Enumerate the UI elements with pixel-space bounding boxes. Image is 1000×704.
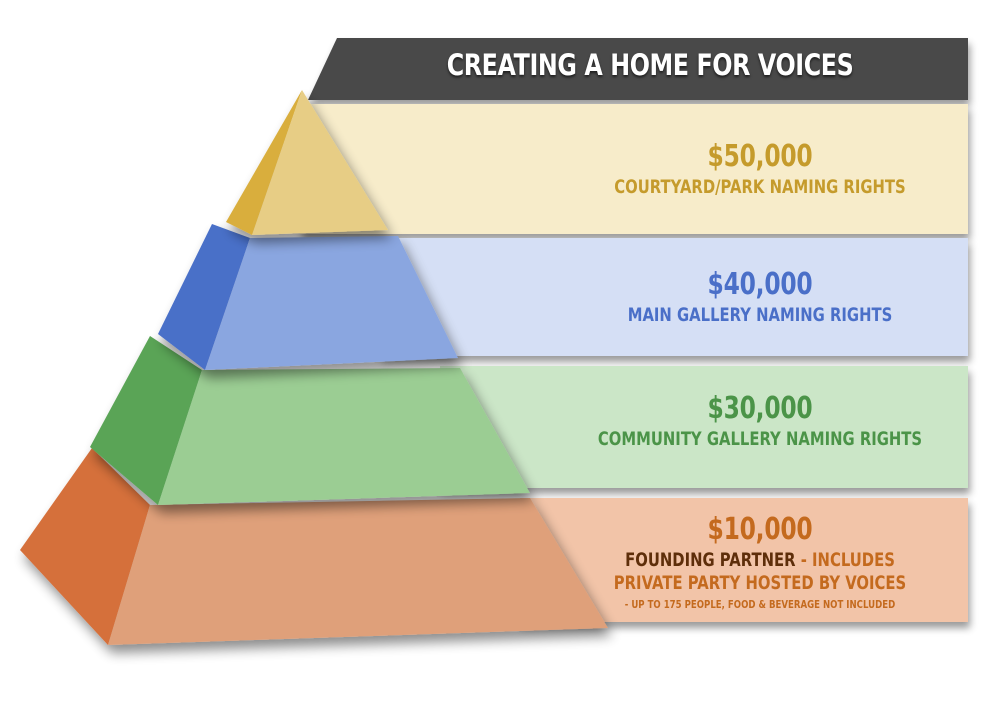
pyramid-layer-4-front (108, 498, 608, 645)
tier-4-description: FOUNDING PARTNER - INCLUDES (526, 548, 994, 572)
tier-1-description: COURTYARD/PARK NAMING RIGHTS (614, 175, 906, 198)
title-band (308, 38, 968, 100)
tier-label-2: $40,000 MAIN GALLERY NAMING RIGHTS (526, 267, 994, 326)
tier-4-description-highlight: FOUNDING PARTNER (625, 548, 796, 571)
tier-3-description: COMMUNITY GALLERY NAMING RIGHTS (597, 427, 923, 450)
tier-band-2 (380, 238, 968, 356)
tier-2-description: MAIN GALLERY NAMING RIGHTS (627, 303, 893, 326)
tier-4-description-rest: - INCLUDES (795, 548, 895, 571)
pyramid-layer-2-front (205, 236, 458, 370)
pyramid-layer-3-front (158, 368, 530, 505)
pyramid-layer-3 (90, 336, 530, 505)
tier-band-3 (440, 366, 968, 488)
tier-4-subnote: - UP TO 175 PEOPLE, FOOD & BEVERAGE NOT … (624, 598, 896, 612)
tier-4-description-line2: PRIVATE PARTY HOSTED BY VOICES (613, 572, 907, 595)
tier-band-4 (520, 498, 968, 622)
pyramid-layer-1-front (252, 90, 388, 235)
diagram-title: CREATING A HOME FOR VOICES (446, 48, 854, 82)
pyramid-layer-1-side (226, 90, 302, 235)
pyramid-layer-3-side (90, 336, 202, 505)
tier-band-1 (300, 104, 968, 234)
pyramid-layer-2-side (158, 224, 250, 370)
tier-4-price: $10,000 (707, 512, 813, 547)
tier-3-price: $30,000 (707, 391, 813, 426)
tier-2-price: $40,000 (707, 267, 813, 302)
tier-label-4: $10,000 FOUNDING PARTNER - INCLUDES PRIV… (526, 512, 994, 612)
pyramid-layer-4 (20, 448, 608, 645)
tier-label-3: $30,000 COMMUNITY GALLERY NAMING RIGHTS (526, 391, 994, 450)
tier-1-price: $50,000 (707, 139, 813, 174)
pyramid-layer-4-side (20, 448, 150, 645)
pyramid-layer-2 (158, 224, 458, 370)
pyramid-layer-1 (226, 90, 388, 235)
tier-label-1: $50,000 COURTYARD/PARK NAMING RIGHTS (526, 139, 994, 198)
